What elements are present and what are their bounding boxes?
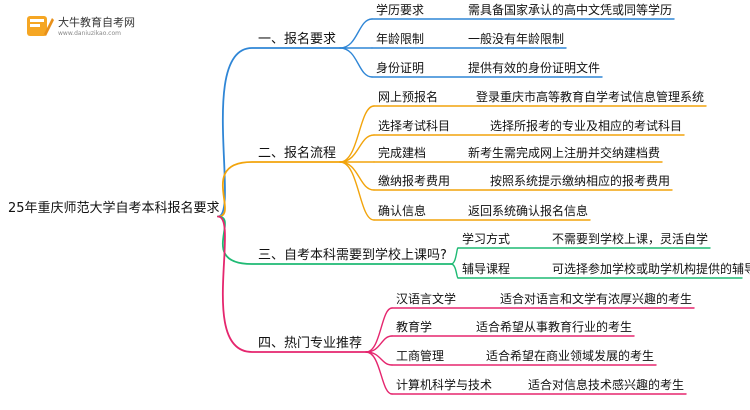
logo-title: 大牛教育自考网 — [58, 16, 135, 29]
leaf-tutoring: 辅导课程 — [462, 262, 511, 276]
desc-chinese-literature: 适合对语言和文学有浓厚兴趣的考生 — [500, 292, 693, 306]
connector-branch-3-leaf-2 — [365, 351, 393, 366]
branch-attendance: 三、自考本科需要到学校上课吗? — [258, 247, 447, 263]
leaf-identity: 身份证明 — [376, 61, 425, 75]
mindmap-root: 25年重庆师范大学自考本科报名要求 — [8, 200, 220, 216]
connector-branch-1-leaf-1 — [339, 134, 375, 163]
leaf-age: 年龄限制 — [376, 32, 425, 46]
connector-branch-2-leaf-1 — [450, 263, 459, 279]
leaf-education-major: 教育学 — [396, 320, 433, 334]
desc-online-prereg: 登录重庆市高等教育自学考试信息管理系统 — [476, 90, 705, 104]
book-pen-icon — [27, 16, 54, 36]
desc-business-admin: 适合希望在商业领域发展的考生 — [486, 349, 655, 363]
site-logo[interactable]: 大牛教育自考网 www.daniuzikao.com — [24, 8, 144, 46]
connector-root-branch-0 — [217, 47, 341, 218]
connector-branch-3-leaf-3 — [365, 351, 393, 395]
desc-confirm-info: 返回系统确认报名信息 — [468, 204, 589, 218]
desc-computer-science: 适合对信息技术感兴趣的考生 — [528, 378, 685, 392]
leaf-education: 学历要求 — [376, 3, 425, 17]
leaf-chinese-literature: 汉语言文学 — [396, 292, 457, 306]
branch-popular-majors: 四、热门专业推荐 — [258, 335, 363, 351]
connector-root-branch-2 — [217, 215, 452, 265]
desc-tutoring: 可选择参加学校或助学机构提供的辅导课程 — [552, 262, 750, 276]
desc-file-creation: 新考生需完成网上注册并交纳建档费 — [468, 146, 661, 160]
desc-education-major: 适合希望从事教育行业的考生 — [476, 320, 633, 334]
leaf-study-mode: 学习方式 — [462, 232, 511, 246]
connector-branch-3-leaf-1 — [365, 335, 393, 353]
leaf-select-subjects: 选择考试科目 — [378, 119, 451, 133]
connector-branch-1-leaf-0 — [339, 105, 375, 163]
branch-requirements: 一、报名要求 — [258, 31, 337, 47]
connector-branch-3-leaf-0 — [365, 307, 393, 353]
connector-branch-0-leaf-2 — [339, 47, 373, 78]
connector-root-branch-1 — [217, 161, 341, 218]
logo-url: www.daniuzikao.com — [58, 30, 121, 37]
desc-education: 需具备国家承认的高中文凭或同等学历 — [468, 3, 673, 17]
connector-root-branch-3 — [217, 215, 367, 353]
leaf-business-admin: 工商管理 — [396, 349, 445, 363]
leaf-file-creation: 完成建档 — [378, 146, 427, 160]
connector-branch-2-leaf-0 — [450, 247, 459, 265]
leaf-computer-science: 计算机科学与技术 — [396, 378, 493, 392]
leaf-confirm-info: 确认信息 — [378, 204, 427, 218]
desc-identity: 提供有效的身份证明文件 — [468, 61, 601, 75]
desc-select-subjects: 选择所报考的专业及相应的考试科目 — [490, 119, 683, 133]
desc-age: 一般没有年龄限制 — [468, 32, 565, 46]
connector-branch-0-leaf-0 — [339, 18, 373, 49]
leaf-pay-fees: 缴纳报考费用 — [378, 174, 451, 188]
desc-study-mode: 不需要到学校上课，灵活自学 — [552, 232, 709, 246]
leaf-online-prereg: 网上预报名 — [378, 90, 439, 104]
branch-process: 二、报名流程 — [258, 145, 337, 161]
connector-branch-1-leaf-4 — [339, 161, 375, 221]
desc-pay-fees: 按照系统提示缴纳相应的报考费用 — [490, 174, 671, 188]
